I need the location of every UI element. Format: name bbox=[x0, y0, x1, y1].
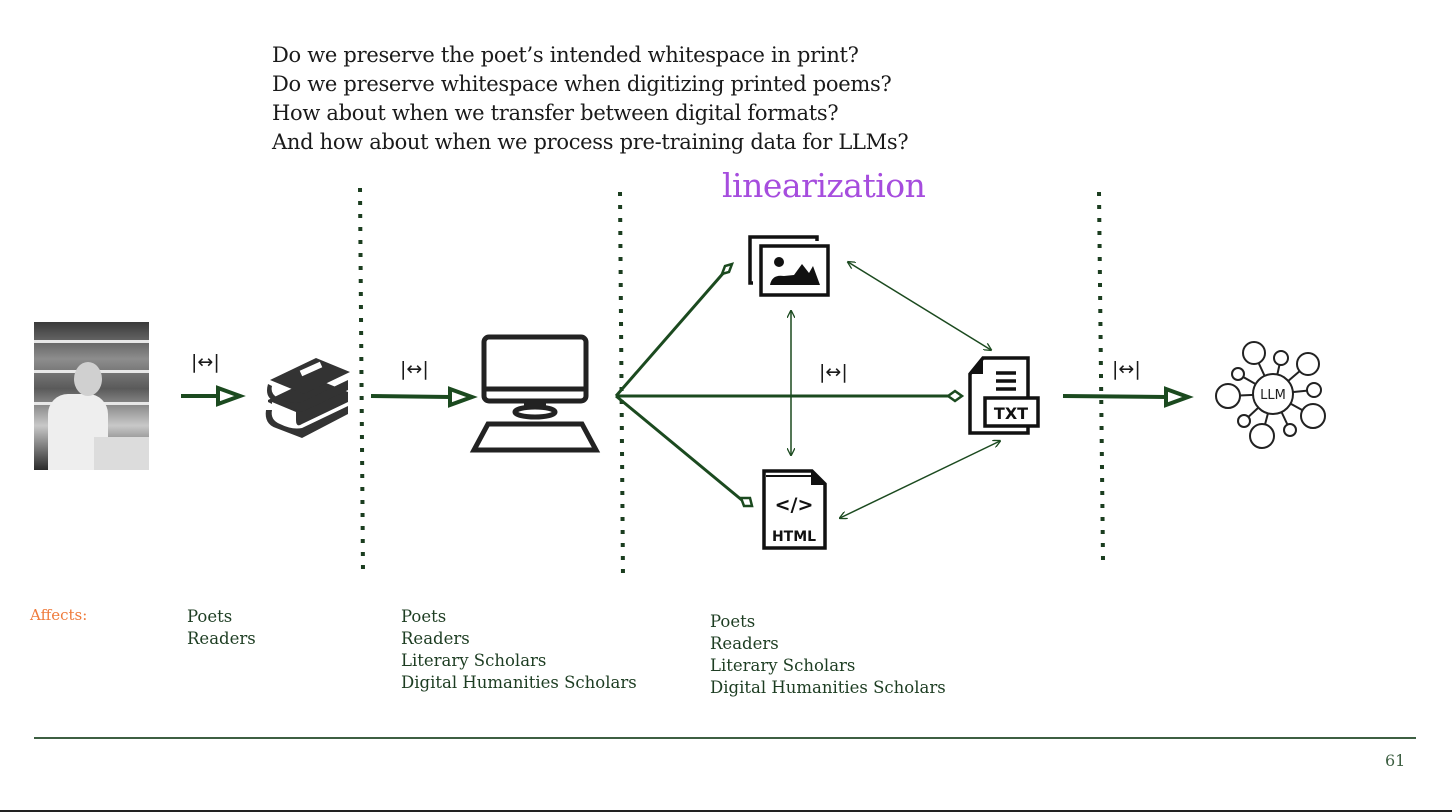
arrow-image-txt bbox=[848, 262, 991, 350]
affects-label: Affects: bbox=[30, 606, 88, 624]
affected-party: Poets bbox=[710, 612, 756, 631]
affects-group-print: Poets Readers bbox=[187, 606, 256, 650]
affected-party: Literary Scholars bbox=[710, 656, 856, 675]
whitespace-symbol-4: |↔| bbox=[1112, 358, 1141, 380]
poet-photo bbox=[34, 322, 149, 470]
whitespace-symbol-3: |↔| bbox=[819, 361, 848, 383]
photo-figure-head bbox=[74, 362, 102, 396]
html-label: HTML bbox=[772, 529, 816, 545]
whitespace-symbol-1: |↔| bbox=[191, 351, 220, 373]
affected-party: Readers bbox=[710, 634, 779, 653]
photo-desk bbox=[94, 437, 149, 470]
arrow-poet-to-print bbox=[181, 385, 246, 407]
arrow-text-to-llm bbox=[1062, 386, 1194, 408]
photo-shelf bbox=[34, 340, 149, 343]
txt-file-icon: TXT bbox=[968, 356, 1040, 435]
arrow-html-txt bbox=[840, 441, 1000, 518]
computer-icon bbox=[469, 334, 601, 453]
stage-divider-2 bbox=[618, 191, 625, 579]
question-3: How about when we transfer between digit… bbox=[272, 101, 839, 125]
question-4: And how about when we process pre-traini… bbox=[272, 130, 909, 154]
linearization-title: linearization bbox=[722, 166, 926, 205]
whitespace-symbol-2: |↔| bbox=[400, 358, 429, 380]
affects-group-digitization: Poets Readers Literary Scholars Digital … bbox=[401, 606, 637, 694]
affected-party: Readers bbox=[401, 629, 470, 648]
linearization-fanout bbox=[614, 262, 965, 508]
affected-party: Poets bbox=[187, 607, 233, 626]
page-number: 61 bbox=[1385, 751, 1406, 770]
llm-network-icon: LLM bbox=[1215, 341, 1326, 449]
affected-party: Digital Humanities Scholars bbox=[401, 673, 637, 692]
footer-rule bbox=[34, 737, 1416, 739]
txt-label: TXT bbox=[994, 404, 1028, 423]
affected-party: Readers bbox=[187, 629, 256, 648]
affects-group-format-transfer: Poets Readers Literary Scholars Digital … bbox=[710, 611, 946, 699]
affected-party: Digital Humanities Scholars bbox=[710, 678, 946, 697]
questions: Do we preserve the poet’s intended white… bbox=[272, 41, 909, 157]
affected-party: Poets bbox=[401, 607, 447, 626]
html-file-icon: </> HTML bbox=[762, 469, 827, 550]
stage-divider-1 bbox=[358, 187, 365, 573]
books-icon bbox=[265, 358, 350, 438]
stage-divider-3 bbox=[1097, 191, 1105, 561]
affected-party: Literary Scholars bbox=[401, 651, 547, 670]
question-2: Do we preserve whitespace when digitizin… bbox=[272, 72, 892, 96]
image-file-icon bbox=[748, 235, 830, 297]
llm-label: LLM bbox=[1260, 388, 1286, 403]
question-1: Do we preserve the poet’s intended white… bbox=[272, 43, 859, 67]
html-code-glyph: </> bbox=[775, 494, 814, 516]
arrow-print-to-digital bbox=[370, 386, 478, 408]
bottom-edge bbox=[0, 810, 1452, 812]
